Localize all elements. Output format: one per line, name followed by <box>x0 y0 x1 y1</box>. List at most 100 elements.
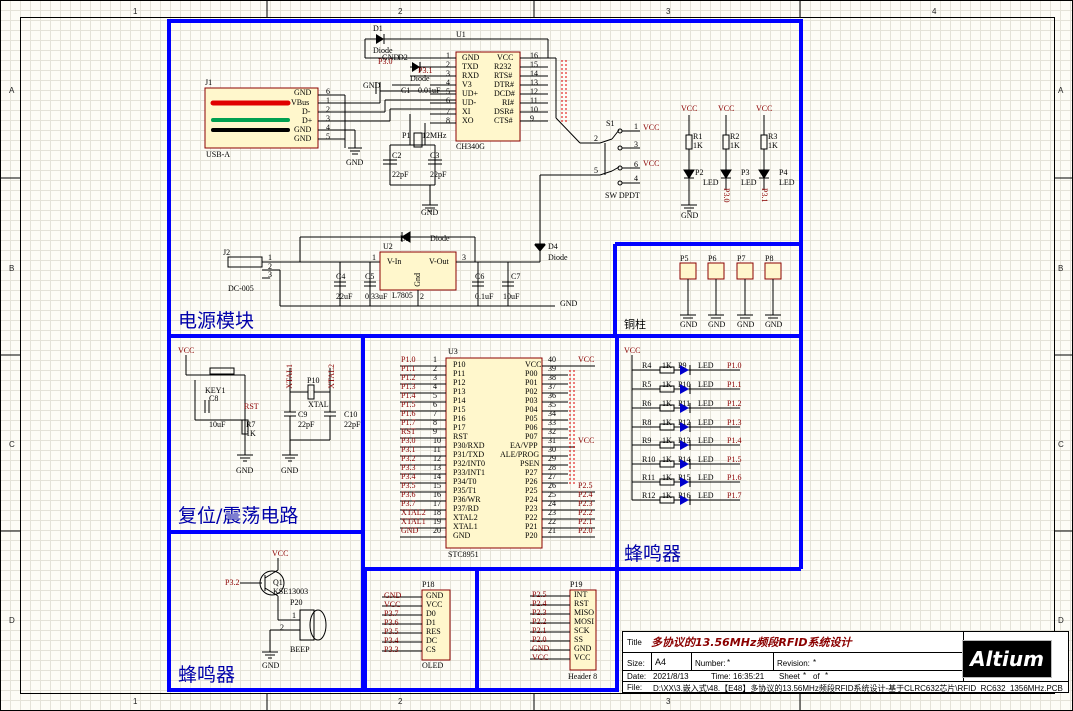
c2-val: 22pF <box>392 170 409 179</box>
ch340-right-pin: DTR# <box>494 80 514 89</box>
ch340-right-num: 13 <box>530 78 538 87</box>
j2-pin: 1 <box>268 253 272 262</box>
header8-pin: GND <box>574 644 592 653</box>
ch340-left-num: 6 <box>446 96 450 105</box>
c6-ref: C6 <box>475 272 485 281</box>
mcu-right-net: VCC <box>578 436 595 445</box>
mcu-right-pin: P24 <box>525 495 538 504</box>
mcu-left-num: 14 <box>433 472 441 481</box>
ledbank-lt: LED <box>698 361 714 370</box>
mcu-right-pin: P23 <box>525 504 538 513</box>
mcu-left-num: 20 <box>433 526 441 535</box>
header8-net: P2.3 <box>532 608 547 617</box>
switch-s1 <box>539 128 640 245</box>
mcu-left-pin: P37/RD <box>453 504 479 513</box>
ledbank-rv: 1K <box>662 455 672 464</box>
mcu-right-pin: PSEN <box>520 459 540 468</box>
mcu-left-pin: P36/WR <box>453 495 481 504</box>
usb-pin-name: VBus <box>291 98 310 107</box>
mcu-left-net: P3.5 <box>401 481 416 490</box>
mcu-right-pin: P22 <box>525 513 538 522</box>
oled-net: VCC <box>384 600 401 609</box>
ch340-right-num: 12 <box>530 87 538 96</box>
led-top-vcc: VCC <box>681 104 698 113</box>
mcu-left-num: 17 <box>433 499 441 508</box>
mcu-right-num: 36 <box>548 391 556 400</box>
mcu-left-pin: P14 <box>453 396 466 405</box>
mcu-right-pin: P06 <box>525 423 538 432</box>
zone-row-d-right: D <box>1058 616 1064 625</box>
zone-col-3-top: 3 <box>666 7 671 16</box>
ch340-right-num: 14 <box>530 69 538 78</box>
title-value: 多协议的13.56MHz频段RFID系统设计 <box>651 636 852 649</box>
ch340-left-pin: UD+ <box>462 89 479 98</box>
mcu-left-num: 10 <box>433 436 441 445</box>
header8-ref: P19 <box>570 580 583 589</box>
led-top-net: GND <box>681 211 699 220</box>
sheet-value: * <box>803 671 807 680</box>
usb-pin-name: GND <box>294 125 312 134</box>
mcu-u3-pin-lines <box>400 365 595 538</box>
mcu-right-pin: P05 <box>525 414 538 423</box>
oled-pin: DC <box>426 636 438 645</box>
of-value: * <box>825 671 829 680</box>
ch340-right-pin: DCD# <box>494 89 515 98</box>
mcu-left-net: P1.2 <box>401 373 416 382</box>
c4-val: 22uF <box>336 292 353 301</box>
ch340-left-pin: TXD <box>462 62 479 71</box>
time-value: 16:35:21 <box>733 672 765 681</box>
mcu-right-pin: P20 <box>525 531 538 540</box>
led-top-r: R2 <box>730 132 740 141</box>
oled-net: P3.5 <box>384 627 399 636</box>
mcu-left-pin: P17 <box>453 423 466 432</box>
ch340-left-num: 1 <box>446 51 450 60</box>
mcu-right-num: 29 <box>548 454 556 463</box>
ledbank-p: P14 <box>678 455 691 464</box>
ch340-right-pin: DSR# <box>494 107 514 116</box>
oled-net: GND <box>384 591 402 600</box>
ledbank-p: P13 <box>678 436 691 445</box>
c4-ref: C4 <box>336 272 346 281</box>
ch340-ref: U1 <box>456 30 466 39</box>
mcu-right-num: 25 <box>548 490 556 499</box>
ledbank-lt: LED <box>698 491 714 500</box>
of-label: of <box>813 672 820 681</box>
led-top-lt: LED <box>779 178 795 187</box>
mcu-right-num: 35 <box>548 400 556 409</box>
ledbank-lt: LED <box>698 455 714 464</box>
mcu-left-num: 2 <box>433 364 437 373</box>
header8-pin: MOSI <box>574 617 595 626</box>
mcu-right-pin: P27 <box>525 468 538 477</box>
usb-pin-num: 4 <box>326 123 330 132</box>
mcu-ref: U3 <box>448 347 458 356</box>
mcu-left-pin: P16 <box>453 414 466 423</box>
mcu-right-num: 32 <box>548 427 556 436</box>
mcu-right-num: 37 <box>548 382 556 391</box>
usb-gnd: GND <box>346 158 364 167</box>
ledbank-net: P1.4 <box>727 436 742 445</box>
mcu-left-num: 13 <box>433 463 441 472</box>
led-top-net: P3.0 <box>722 188 731 203</box>
zone-col-3-bottom: 3 <box>666 697 671 706</box>
time-label: Time: <box>711 672 731 681</box>
mcu-left-num: 16 <box>433 490 441 499</box>
oled-pin: D1 <box>426 618 436 627</box>
switch-pin: 1 <box>634 122 638 131</box>
d3-ref: D3 <box>400 234 410 243</box>
module-title-buzzer-left: 蜂鸣器 <box>178 664 236 686</box>
mcu-right-pin: P21 <box>525 522 538 531</box>
ch340-right-pin: VCC <box>497 53 514 62</box>
mcu-right-pin: P00 <box>525 369 538 378</box>
copper-ref: P6 <box>708 254 717 263</box>
ch340-right-num: 9 <box>530 114 534 123</box>
mcu-port0-noconnect <box>569 370 575 484</box>
ledbank-r: R8 <box>642 418 652 427</box>
ledbank-rv: 1K <box>662 399 672 408</box>
mcu-left-net: P3.0 <box>401 436 416 445</box>
mcu-right-pin: P03 <box>525 396 538 405</box>
usb-pin-name: GND <box>294 134 312 143</box>
led-top-p: P4 <box>779 168 788 177</box>
ledbank-p: P9 <box>678 361 687 370</box>
